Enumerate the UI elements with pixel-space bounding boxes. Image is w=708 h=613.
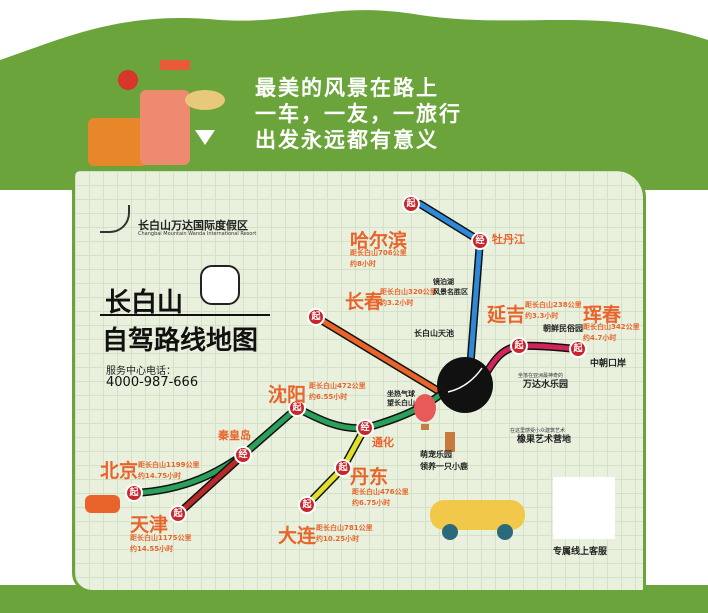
poi-tianchi: 长白山天池 (414, 329, 454, 338)
logo-name-cn: 长白山万达国际度假区 (138, 219, 248, 232)
city-tianjin: 天津 (130, 514, 169, 536)
start-marker-changchun: 起 (307, 308, 325, 326)
changchun-details: 距长白山320公里约3.2小时 (380, 288, 437, 307)
poi-art-camp: 橡果艺术营地 (517, 435, 572, 445)
yanji-details: 距长白山238公里约3.3小时 (525, 301, 582, 320)
poi-water-park: 万达水乐园 (523, 380, 569, 390)
camp-caption: 在这里感受小众建筑艺术 (510, 428, 566, 434)
poi-pet-park: 萌宠乐园领养一只小鹿 (420, 450, 468, 471)
start-marker-dandong: 起 (334, 459, 352, 477)
city-changchun: 长春 (345, 291, 384, 313)
small-car-icon (85, 495, 120, 513)
slogan-line-3: 出发永远都有意义 (255, 128, 439, 152)
city-dalian: 大连 (278, 525, 317, 547)
deer-icon (445, 432, 455, 452)
city-shenyang: 沈阳 (268, 384, 307, 406)
dalian-details: 距长白山781公里约10.25小时 (316, 524, 373, 543)
hunchun-details: 距长白山342公里约4.7小时 (583, 323, 640, 342)
poi-port: 中朝口岸 (590, 359, 627, 369)
start-marker-yanji: 起 (510, 337, 528, 355)
water-park-caption: 坐落在亚洲最神奇的 (518, 373, 564, 379)
start-marker-beijing: 起 (125, 484, 143, 502)
shenyang-details: 距长白山472公里约6.55小时 (309, 382, 366, 401)
eagle-logo-icon (100, 205, 130, 233)
qr-code[interactable] (553, 477, 615, 539)
suitcase-illustration (88, 60, 225, 166)
tianjin-details: 距长白山1175公里约14.55小时 (130, 534, 192, 553)
start-marker-shenyang: 起 (288, 399, 306, 417)
dandong-details: 距长白山476公里约6.75小时 (352, 488, 409, 507)
city-yanji: 延吉 (487, 304, 526, 326)
via-marker-mudanjiang: 经 (471, 232, 489, 250)
car-illustration (430, 500, 525, 540)
title-divider (100, 314, 270, 316)
hot-air-balloon-icon (414, 394, 436, 430)
poi-balloon: 坐热气球望长白山 (387, 390, 415, 407)
start-marker-tianjin: 起 (169, 505, 187, 523)
start-marker-dalian: 起 (298, 496, 316, 514)
mascot-illustration (200, 265, 240, 305)
title-line-2: 自驾路线地图 (102, 326, 259, 356)
logo-name-en: Changbai Mountain Wanda International Re… (138, 231, 257, 237)
poi-jingpo-lake: 镜泊湖风景名胜区 (433, 278, 468, 296)
beijing-details: 距长白山1199公里约14.75小时 (138, 461, 200, 480)
city-hunchun: 珲春 (583, 304, 622, 326)
via-city-tonghua: 通化 (372, 436, 394, 449)
start-marker-hunchun: 起 (569, 340, 587, 358)
poi-folk-village: 朝鲜民俗园 (543, 324, 583, 333)
city-beijing: 北京 (100, 460, 139, 482)
harbin-details: 距长白山706公里约8小时 (350, 249, 407, 268)
slogan-line-1: 最美的风景在路上 (255, 76, 439, 100)
via-city-mudanjiang: 牡丹江 (492, 233, 525, 246)
map-panel (72, 168, 646, 593)
via-marker-tonghua: 经 (356, 419, 374, 437)
city-harbin: 哈尔滨 (350, 230, 408, 252)
slogan-line-2: 一车，一友，一旅行 (255, 102, 462, 126)
qr-label: 专属线上客服 (553, 547, 608, 557)
via-marker-qinhuangdao: 经 (234, 446, 252, 464)
service-phone[interactable]: 4000-987-666 (106, 375, 199, 390)
title-line-1: 长白山 (105, 288, 184, 318)
service-label: 服务中心电话： (106, 366, 176, 377)
start-marker-harbin: 起 (402, 195, 420, 213)
via-city-qinhuangdao: 秦皇岛 (218, 429, 251, 442)
city-dandong: 丹东 (350, 466, 389, 488)
